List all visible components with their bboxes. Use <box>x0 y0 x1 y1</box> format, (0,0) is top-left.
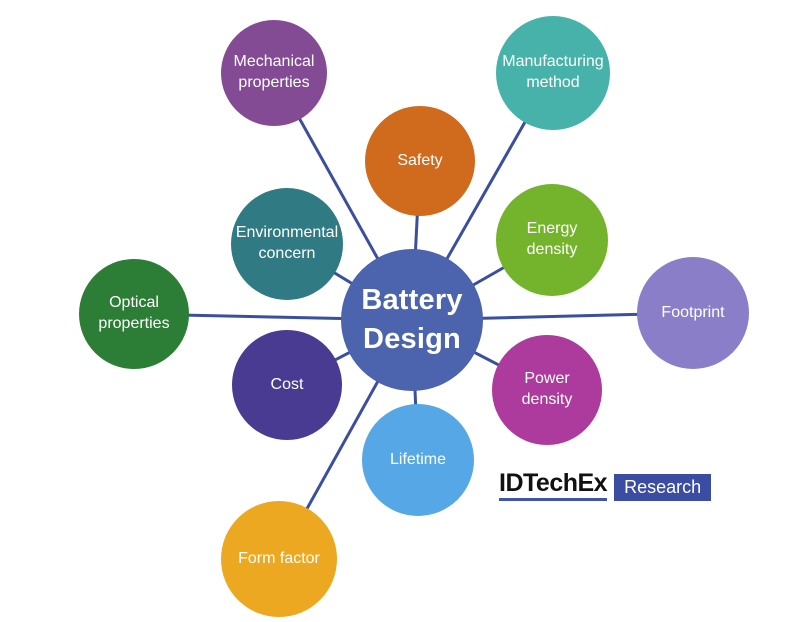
node-label: Footprint <box>661 303 725 321</box>
node-safety: Safety <box>365 106 475 216</box>
node-environmental-concern: Environmental concern <box>231 188 343 300</box>
node-lifetime: Lifetime <box>362 404 474 516</box>
idtechex-logo: IDTechEx Research <box>499 470 712 502</box>
center-label-line1: Battery <box>361 284 463 317</box>
node-energy-density: Energy density <box>496 184 608 296</box>
logo-research-badge: Research <box>614 474 712 501</box>
node-form-factor: Form factor <box>221 501 337 617</box>
node-power-density: Power density <box>492 335 602 445</box>
node-label: Cost <box>270 375 304 393</box>
center-node-battery-design: Battery Design <box>341 249 483 391</box>
node-label: Safety <box>397 151 443 169</box>
node-label: Manufacturing method <box>502 53 604 91</box>
center-node-label: Battery Design <box>361 281 462 359</box>
node-mechanical-properties: Mechanical properties <box>221 20 327 126</box>
node-label: Power density <box>521 370 573 408</box>
center-label-line2: Design <box>363 323 461 355</box>
node-footprint: Footprint <box>637 257 749 369</box>
logo-brand-text: IDTechEx <box>499 470 608 502</box>
node-label: Environmental concern <box>235 224 339 262</box>
node-label: Form factor <box>238 549 320 567</box>
node-cost: Cost <box>232 330 342 440</box>
node-label: Lifetime <box>389 450 447 468</box>
node-label: Energy density <box>526 220 578 258</box>
node-manufacturing-method: Manufacturing method <box>496 16 610 130</box>
node-optical-properties: Optical properties <box>79 259 189 369</box>
node-label: Mechanical properties <box>233 53 315 91</box>
node-label: Optical properties <box>98 294 170 332</box>
